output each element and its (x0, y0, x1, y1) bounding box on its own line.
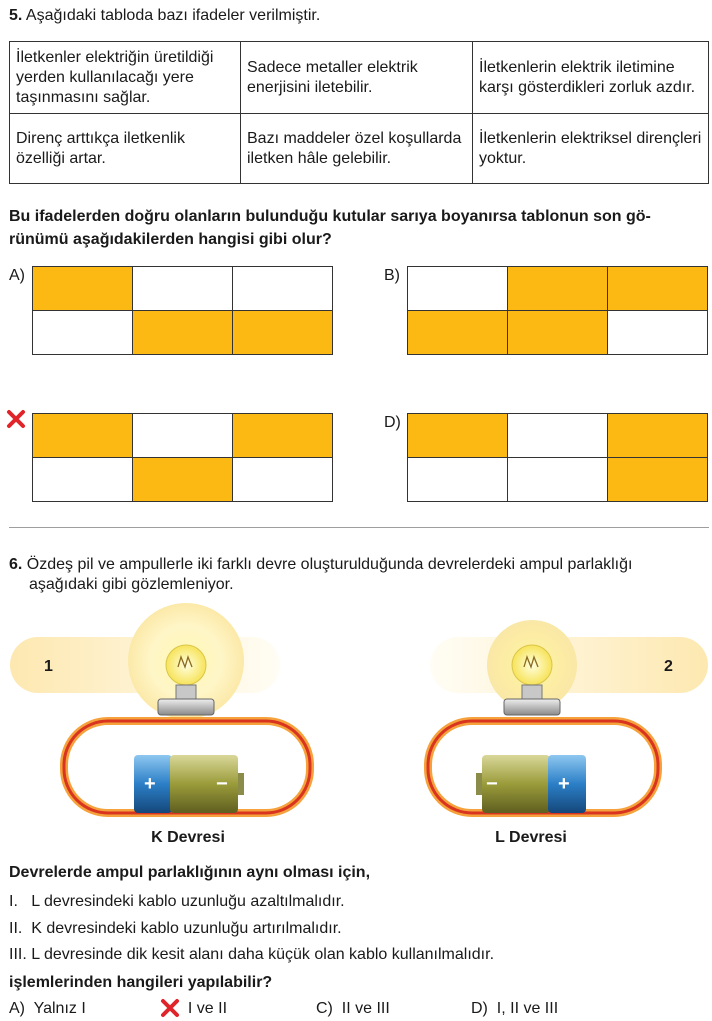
grid-cell-yellow (133, 311, 232, 354)
table-cell: Sadece metaller elektrik enerjisini ilet… (240, 41, 473, 114)
grid-cell-yellow (508, 267, 607, 310)
bulb-holder-l (503, 698, 561, 716)
circuit-k-number: 1 (44, 658, 53, 675)
table-cell: Direnç arttıkça iletkenlik özelliği arta… (9, 113, 241, 184)
grid-cell-yellow (33, 414, 132, 457)
grid-cell-yellow (233, 414, 332, 457)
question-6-prompt-line1: 6. Özdeş pil ve ampullerle iki farklı de… (9, 553, 632, 577)
question-number: 6. (9, 556, 23, 573)
statements-table: İletkenler elektriğin üretildiği yerden … (9, 41, 709, 184)
grid-cell-white (133, 267, 232, 310)
question-6-prompt-line2: aşağıdaki gibi gözlemleniyor. (29, 576, 234, 593)
cross-mark-icon (7, 410, 25, 428)
battery-k-minus-sign: − (216, 773, 228, 795)
question-5-title: 5. Aşağıdaki tabloda bazı ifadeler veril… (9, 6, 320, 26)
bulb-holder-k (157, 698, 215, 716)
battery-k-positive (134, 755, 172, 813)
option-a-label[interactable]: A) (9, 267, 25, 284)
answer-text: I, II ve III (496, 1000, 559, 1017)
grid-cell-yellow (233, 311, 332, 354)
circuit-l-caption: L Devresi (495, 829, 567, 846)
grid-cell-yellow (608, 267, 707, 310)
question-6-text: işlemlerinden hangileri yapılabilir? (9, 974, 273, 991)
battery-l-body (482, 755, 550, 813)
option-d-grid[interactable] (407, 413, 708, 502)
grid-cell-white (508, 414, 607, 457)
cross-mark-icon (161, 999, 179, 1017)
table-cell: İletkenlerin elektrik iletimine karşı gö… (472, 41, 709, 114)
answer-b[interactable]: B) I ve II (163, 997, 227, 1021)
question-5-text-line1: Bu ifadelerden doğru olanların bulunduğu… (9, 208, 651, 225)
grid-cell-yellow (408, 311, 507, 354)
grid-cell-yellow (508, 311, 607, 354)
table-cell: İletkenler elektriğin üretildiği yerden … (9, 41, 241, 114)
battery-l-minus-sign: − (486, 773, 498, 795)
answer-c[interactable]: C) II ve III (316, 997, 390, 1021)
battery-k-plus-sign: + (144, 773, 156, 795)
option-d-label[interactable]: D) (384, 414, 401, 431)
question-5-text-line2: rünümü aşağıdakilerden hangisi gibi olur… (9, 231, 332, 248)
option-c-grid[interactable] (32, 413, 333, 502)
answer-d[interactable]: D) I, II ve III (471, 997, 558, 1021)
circuits-illustration (10, 603, 708, 817)
answer-text: II ve III (341, 1000, 390, 1017)
grid-cell-white (133, 414, 232, 457)
answer-label: D) (471, 1000, 488, 1017)
question-prompt: Aşağıdaki tabloda bazı ifadeler verilmiş… (25, 7, 321, 24)
grid-cell-yellow (133, 458, 232, 501)
answer-text: I ve II (187, 1000, 228, 1017)
statement-iii: III. L devresinde dik kesit alanı daha k… (9, 946, 495, 963)
option-b-grid[interactable] (407, 266, 708, 355)
section-divider (9, 527, 709, 528)
statement-i: I. L devresindeki kablo uzunluğu azaltıl… (9, 893, 345, 910)
option-b-label[interactable]: B) (384, 267, 400, 284)
answer-label: C) (316, 1000, 333, 1017)
question-prompt: Özdeş pil ve ampullerle iki farklı devre… (26, 556, 633, 573)
grid-cell-white (233, 267, 332, 310)
grid-cell-white (33, 311, 132, 354)
option-a-grid[interactable] (32, 266, 333, 355)
grid-cell-white (508, 458, 607, 501)
circuit-l-number: 2 (664, 658, 673, 675)
answer-text: Yalnız I (33, 1000, 86, 1017)
grid-cell-white (408, 458, 507, 501)
answer-a[interactable]: A) Yalnız I (9, 997, 86, 1021)
battery-l-plus-sign: + (558, 773, 570, 795)
battery-k-body (170, 755, 238, 813)
grid-cell-yellow (608, 414, 707, 457)
answer-label: A) (9, 1000, 25, 1017)
table-cell: Bazı maddeler özel koşullarda iletken hâ… (240, 113, 473, 184)
grid-cell-white (33, 458, 132, 501)
grid-cell-white (233, 458, 332, 501)
battery-l-positive (548, 755, 586, 813)
statement-ii: II. K devresindeki kablo uzunluğu artırı… (9, 920, 342, 937)
grid-cell-yellow (408, 414, 507, 457)
circuit-k-caption: K Devresi (151, 829, 225, 846)
grid-cell-yellow (608, 458, 707, 501)
grid-cell-white (608, 311, 707, 354)
grid-cell-yellow (33, 267, 132, 310)
condition-text: Devrelerde ampul parlaklığının aynı olma… (9, 864, 371, 881)
table-cell: İletkenlerin elektriksel dirençleri yokt… (472, 113, 709, 184)
grid-cell-white (408, 267, 507, 310)
question-number: 5. (9, 7, 23, 24)
